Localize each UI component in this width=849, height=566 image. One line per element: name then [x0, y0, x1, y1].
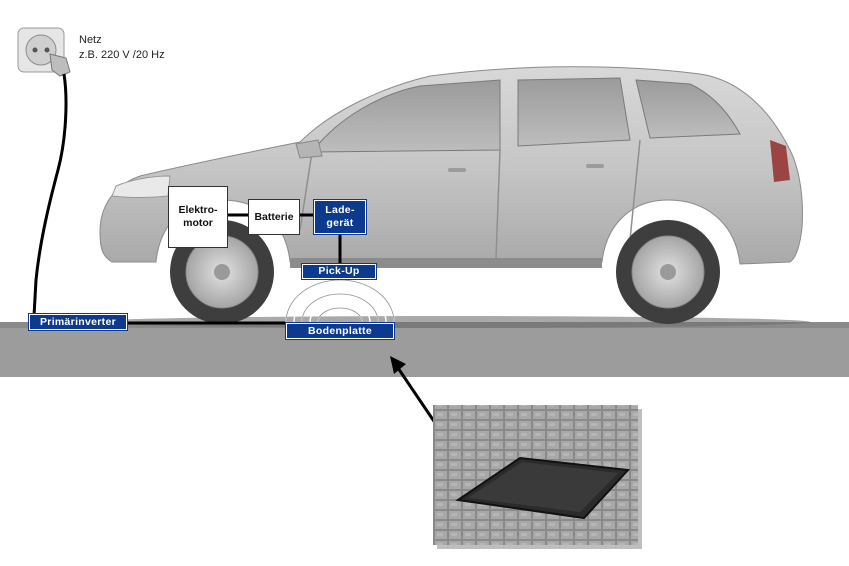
power-cable — [32, 73, 68, 317]
battery-box: Batterie — [248, 199, 300, 235]
pickup-box: Pick-Up — [301, 263, 377, 280]
inverter-box: Primärinverter — [28, 313, 128, 331]
pickup-label: Pick-Up — [318, 265, 360, 277]
motor-label: Elektro- motor — [178, 204, 218, 229]
car-shadow — [90, 316, 810, 328]
charger-box: Lade- gerät — [313, 199, 367, 235]
ground-plate-photo — [433, 405, 642, 549]
motor-box: Elektro- motor — [168, 186, 228, 248]
baseplate-box: Bodenplatte — [285, 322, 395, 340]
charger-label: Lade- gerät — [325, 204, 355, 229]
plug-icon — [49, 53, 71, 77]
rear-wheel — [616, 220, 720, 324]
baseplate-label: Bodenplatte — [308, 324, 372, 337]
power-spec: z.B. 220 V /20 Hz — [79, 49, 165, 61]
power-title: Netz — [79, 34, 102, 46]
magnetic-field-lines — [285, 279, 395, 323]
power-label: Netz z.B. 220 V /20 Hz — [79, 33, 165, 63]
road — [0, 322, 849, 377]
battery-label: Batterie — [254, 210, 294, 223]
inverter-label: Primärinverter — [40, 315, 116, 328]
